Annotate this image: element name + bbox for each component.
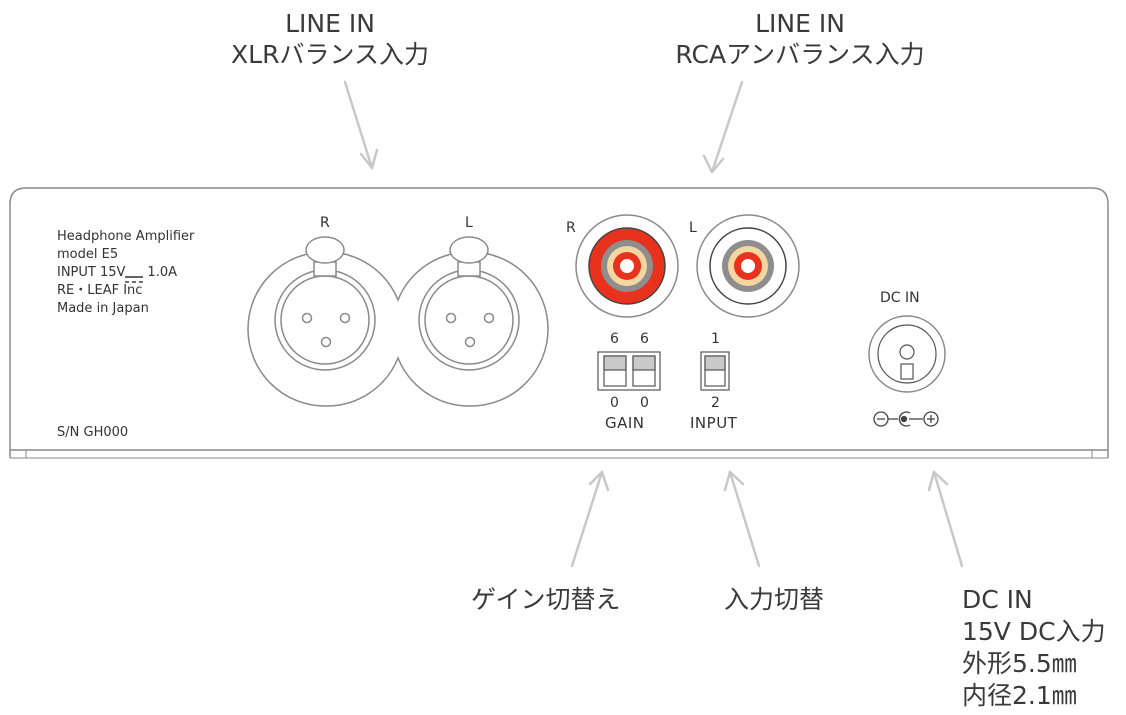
callout-xlr-input: LINE IN XLRバランス入力 (200, 8, 460, 70)
input-rating: INPUT 15V 1.0A (57, 264, 194, 282)
input-select-switch[interactable] (700, 351, 730, 391)
xlr-left-connector (418, 236, 520, 371)
callout-dc-line2: 15V DC入力 (962, 617, 1106, 646)
callout-xlr-line1: LINE IN (285, 9, 375, 38)
callout-input: 入力切替 (724, 585, 825, 614)
input-top-value: 1 (711, 331, 720, 347)
product-name: Headphone Amplifier (57, 229, 195, 244)
gain-label: GAIN (605, 414, 645, 432)
callout-rca-line1: LINE IN (755, 9, 845, 38)
arrow-xlr (343, 80, 379, 170)
rca-left-label: L (689, 220, 697, 236)
rca-right-connector (575, 214, 679, 318)
callout-arrows (343, 80, 964, 568)
dc-voltage-symbol-icon (125, 276, 143, 283)
callout-dc-line4: 内径2.1㎜ (962, 681, 1077, 710)
rca-right-label: R (566, 220, 576, 236)
arrow-input (723, 470, 761, 568)
gain-bottom-left-value: 0 (610, 395, 619, 411)
input-rating-suffix: 1.0A (147, 265, 177, 280)
dc-in-jack (868, 315, 946, 393)
origin: Made in Japan (57, 301, 149, 316)
gain-bottom-right-value: 0 (640, 395, 649, 411)
xlr-right-label: R (320, 215, 330, 231)
panel-info-block: Headphone Amplifier model E5 INPUT 15V 1.… (57, 228, 194, 318)
xlr-outline (247, 251, 549, 407)
input-label: INPUT (690, 414, 738, 432)
manufacturer: RE・LEAF Inc (57, 283, 143, 298)
gain-dip-switch[interactable] (597, 351, 661, 391)
input-bottom-value: 2 (711, 395, 720, 411)
model-name: model E5 (57, 247, 119, 262)
callout-xlr-line2: XLRバランス入力 (231, 40, 429, 69)
callout-dc-line1: DC IN (962, 585, 1033, 614)
callout-dc-in: DC IN 15V DC入力 外形5.5㎜ 内径2.1㎜ (962, 584, 1106, 712)
callout-rca-line2: RCAアンバランス入力 (675, 40, 925, 69)
rca-left-connector (696, 214, 800, 318)
dc-in-panel-label: DC IN (880, 290, 920, 306)
input-rating-prefix: INPUT 15V (57, 265, 126, 280)
callout-dc-line3: 外形5.5㎜ (962, 649, 1077, 678)
serial-number: S/N GH000 (57, 425, 129, 440)
callout-rca-input: LINE IN RCAアンバランス入力 (640, 8, 960, 70)
gain-top-left-value: 6 (610, 331, 619, 347)
dc-polarity-icon (873, 411, 939, 427)
xlr-left-label: L (465, 215, 473, 231)
arrow-rca (702, 80, 744, 174)
rear-panel (9, 187, 1109, 459)
xlr-connector-group (247, 236, 549, 407)
arrow-dc (927, 470, 964, 568)
arrow-gain (570, 470, 610, 568)
gain-top-right-value: 6 (640, 331, 649, 347)
xlr-right-connector (274, 236, 376, 371)
callout-gain: ゲイン切替え (471, 585, 621, 614)
